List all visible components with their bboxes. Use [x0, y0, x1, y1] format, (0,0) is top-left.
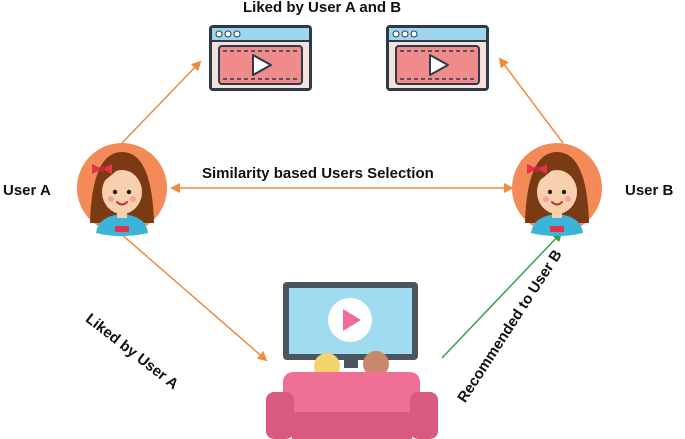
tv-and-couch-icon: [266, 282, 438, 439]
liked-by-both-label: Liked by User A and B: [243, 0, 402, 16]
user-a-label: User A: [3, 182, 51, 199]
arrow-tv-to-user-b: [441, 231, 563, 359]
user-b-avatar-icon: [512, 143, 602, 236]
video-player-window-icon: [209, 25, 312, 91]
user-a-avatar-icon: [77, 143, 167, 236]
arrow-user-b-to-video-2: [498, 57, 564, 144]
similarity-label: Similarity based Users Selection: [202, 165, 434, 182]
arrow-user-a-to-video-1: [121, 60, 202, 144]
user-b-label: User B: [625, 182, 674, 199]
arrow-user-a-to-tv: [119, 232, 268, 362]
video-player-window-icon: [386, 25, 489, 91]
